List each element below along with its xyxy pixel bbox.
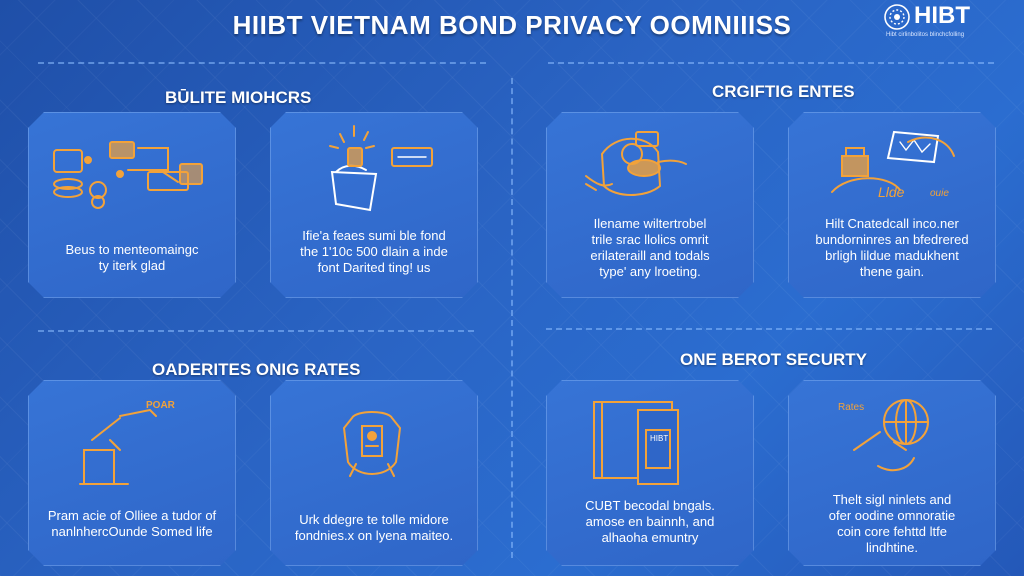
card-2-text: Ifie'a feaes sumi ble fond the 1'10c 500… xyxy=(280,228,468,276)
card-5-label: POAR xyxy=(146,400,175,411)
document-phone-icon xyxy=(546,380,754,490)
card-2-line-3: font Darited ting! us xyxy=(317,260,431,275)
card-8-line-3: coin core fehttd ltfe xyxy=(837,524,947,539)
card-7-label: HIBT xyxy=(650,434,669,443)
card-1-line-1: Beus to menteomaingc xyxy=(65,242,199,257)
divider-top-left xyxy=(38,62,486,64)
card-5-line-1: Pram acie of Olliee a tudor of xyxy=(47,508,217,523)
card-1-text: Beus to menteomaingc ty iterk glad xyxy=(38,242,226,274)
card-8-line-2: ofer oodine omnoratie xyxy=(828,508,956,523)
logo: HIBT Hibt cirlinbolitos blinchcfolling xyxy=(884,2,994,42)
card-4-line-3: brligh lildue madukhent xyxy=(825,248,959,263)
page-title: HIIBT VIETNAM BOND PRIVACY OOMNIIISS xyxy=(232,10,792,40)
card-8-text: Thelt sigl ninlets and ofer oodine omnor… xyxy=(798,492,986,556)
divider-top-right xyxy=(548,62,994,64)
logo-wordmark: HIBT xyxy=(914,2,970,29)
card-4-line-2: bundorninres an bfedrered xyxy=(815,232,969,247)
card-7-text: CUBT becodal bngals. amose en bainnh, an… xyxy=(556,498,744,546)
card-4: Llde ouie Hilt Cnatedcall inco.ner bundo… xyxy=(788,112,996,298)
card-5-line-2: nanlnhercOunde Somed life xyxy=(51,524,213,539)
card-7-line-2: amose en bainnh, and xyxy=(585,514,715,529)
card-5: POAR Pram acie of Olliee a tudor of nanl… xyxy=(28,380,236,566)
section-title-top-left: BŪLITE MIOHCRS xyxy=(165,88,312,107)
card-8: Rates Thelt sigl ninlets and ofer oodine… xyxy=(788,380,996,566)
handshake-document-icon xyxy=(270,112,478,222)
globe-hand-icon xyxy=(788,380,996,490)
card-4-label-a: Llde xyxy=(878,184,905,200)
section-title-bottom-right: ONE BEROT SECURTY xyxy=(680,350,868,369)
card-3-line-2: trile srac llolics omrit xyxy=(591,232,709,247)
box-chart-icon xyxy=(788,112,996,222)
card-3-text: Ilename wiltertrobel trile srac llolics … xyxy=(556,216,744,280)
card-4-label-b: ouie xyxy=(930,188,949,199)
card-3: Ilename wiltertrobel trile srac llolics … xyxy=(546,112,754,298)
card-3-line-3: erilateraill and todals xyxy=(590,248,710,263)
card-8-line-1: Thelt sigl ninlets and xyxy=(832,492,952,507)
card-3-line-4: type' any lroeting. xyxy=(599,264,701,279)
card-3-line-1: Ilename wiltertrobel xyxy=(593,216,707,231)
card-7-line-1: CUBT becodal bngals. xyxy=(585,498,715,513)
card-8-label: Rates xyxy=(838,402,865,413)
section-title-bottom-left: OADERITES ONIG RATES xyxy=(152,360,361,379)
divider-mid-left xyxy=(38,330,474,332)
logo-emblem-icon xyxy=(884,4,910,30)
logo-tagline: Hibt cirlinbolitos blinchcfolling xyxy=(886,32,965,38)
divider-vertical xyxy=(511,78,513,558)
chart-arrow-icon xyxy=(28,380,236,490)
card-4-text: Hilt Cnatedcall inco.ner bundorninres an… xyxy=(798,216,986,280)
card-4-line-1: Hilt Cnatedcall inco.ner xyxy=(825,216,959,231)
section-title-top-right: CRGIFTIG ENTES xyxy=(712,82,855,101)
divider-mid-right xyxy=(546,328,992,330)
card-8-line-4: lindhtine. xyxy=(865,540,919,555)
card-1: Beus to menteomaingc ty iterk glad xyxy=(28,112,236,298)
card-1-line-2: ty iterk glad xyxy=(98,258,166,273)
card-6-text: Urk ddegre te tolle midore fondnies.x on… xyxy=(280,512,468,544)
card-5-text: Pram acie of Olliee a tudor of nanlnherc… xyxy=(38,508,226,540)
card-6: Urk ddegre te tolle midore fondnies.x on… xyxy=(270,380,478,566)
card-7: HIBT CUBT becodal bngals. amose en bainn… xyxy=(546,380,754,566)
card-2-line-1: Ifie'a feaes sumi ble fond xyxy=(302,228,446,243)
bag-coins-icon xyxy=(546,112,754,222)
card-2-line-2: the 1'10c 500 dlain a inde xyxy=(300,244,448,259)
card-2: Ifie'a feaes sumi ble fond the 1'10c 500… xyxy=(270,112,478,298)
card-4-line-4: thene gain. xyxy=(859,264,925,279)
coins-network-icon xyxy=(28,112,236,222)
card-7-line-3: alhaoha emuntry xyxy=(601,530,699,545)
shield-emblem-icon xyxy=(270,380,478,490)
card-6-line-2: fondnies.x on lyena maiteo. xyxy=(294,528,454,543)
card-6-line-1: Urk ddegre te tolle midore xyxy=(299,512,449,527)
